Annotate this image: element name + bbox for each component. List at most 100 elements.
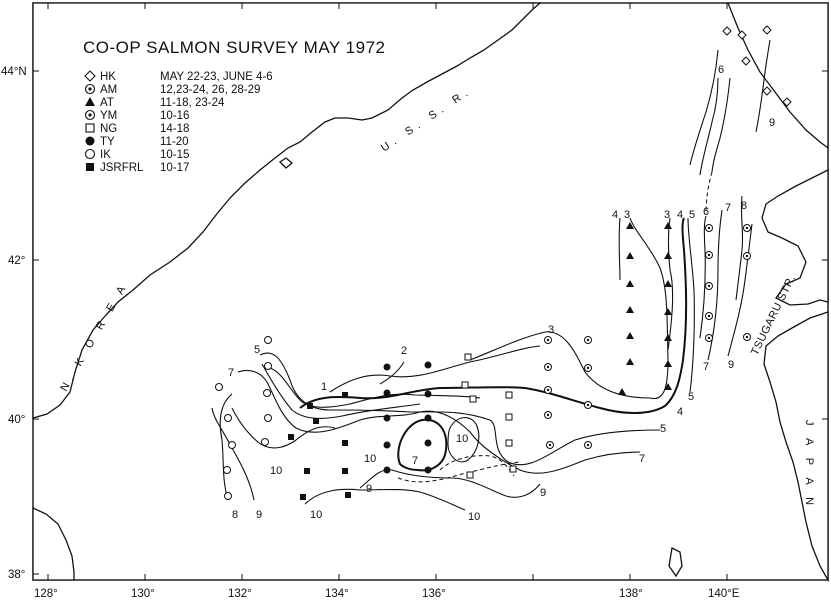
isotherm-4-thick: [299, 217, 688, 415]
contour-label: 10: [468, 511, 480, 523]
legend-code: IK: [100, 149, 111, 161]
station-dot: [546, 388, 550, 392]
legend-code: AM: [100, 84, 117, 96]
station-at: [626, 280, 634, 287]
station-ng: [505, 413, 513, 421]
sado-island: [668, 547, 683, 578]
station-ik: [224, 414, 232, 422]
station-ik: [261, 438, 269, 446]
isotherm-7-west: [237, 369, 641, 474]
station-dot: [707, 226, 711, 230]
contour-label: 9: [728, 359, 734, 371]
lat-label-40: 40°: [8, 414, 25, 426]
station-ik: [263, 389, 271, 397]
station-jsrfrl: [342, 440, 348, 446]
station-dot: [707, 253, 711, 257]
isotherm-north-dashed: [705, 171, 713, 215]
station-ik: [224, 492, 232, 500]
contour-label: 10: [456, 433, 468, 445]
isotherm-contour-a: [269, 367, 481, 408]
isotherm-north-5: [689, 49, 719, 166]
legend-dates: 10-15: [160, 149, 189, 161]
contour-label: 10: [270, 465, 282, 477]
station-hk: [782, 97, 792, 107]
contour-label: 9: [540, 487, 546, 499]
isotherm-9-mid: [359, 469, 541, 498]
isotherm-8-west: [219, 393, 233, 501]
isotherm-north-6: [711, 77, 731, 173]
station-dot: [586, 443, 590, 447]
station-dot: [707, 284, 711, 288]
contour-label: 8: [232, 509, 238, 521]
isotherm-3-east: [469, 217, 669, 400]
contour-label: 5: [688, 391, 694, 403]
station-hk: [741, 56, 751, 66]
isotherm-7-eddy: [397, 418, 448, 472]
contour-label: 7: [703, 361, 709, 373]
contour-label: 4: [612, 209, 618, 221]
station-hk: [737, 30, 747, 40]
station-dot: [546, 365, 550, 369]
station-ik: [228, 441, 236, 449]
station-ty: [424, 439, 432, 447]
station-at: [626, 332, 634, 339]
station-ty: [424, 466, 432, 474]
station-dot: [548, 443, 552, 447]
isotherm-10-eddy: [447, 417, 480, 463]
contour-label: 7: [639, 453, 645, 465]
legend-dates: 12,23-24, 26, 28-29: [160, 84, 260, 96]
lon-label-130: 130°: [131, 588, 155, 600]
station-at: [664, 383, 672, 390]
station-hk: [722, 26, 732, 36]
legend-code: JSRFRL: [100, 162, 144, 174]
station-at: [664, 252, 672, 259]
contour-label: 5: [254, 344, 260, 356]
station-at: [664, 222, 672, 229]
legend: HK MAY 22-23, JUNE 4-6 AM 12,23-24, 26, …: [84, 70, 273, 174]
station-hk: [762, 86, 772, 96]
isotherms: [211, 39, 771, 511]
isotherm-5-west: [259, 352, 661, 466]
station-at: [618, 388, 626, 395]
contour-label: 9: [256, 509, 262, 521]
isotherm-6: [699, 215, 707, 339]
korea-south-coast: [32, 506, 75, 581]
lat-label-38: 38°: [8, 569, 25, 581]
map-title: CO-OP SALMON SURVEY MAY 1972: [83, 38, 386, 57]
isotherm-9-north: [755, 39, 771, 133]
station-dot: [546, 413, 550, 417]
station-at: [664, 360, 672, 367]
station-ik: [264, 336, 272, 344]
contour-label: 10: [364, 453, 376, 465]
station-ty: [383, 414, 391, 422]
isotherm-5-east: [687, 217, 695, 393]
station-ng: [505, 391, 513, 399]
station-dot: [586, 366, 590, 370]
station-dot: [586, 338, 590, 342]
contour-label: 9: [366, 483, 372, 495]
station-ik: [215, 383, 223, 391]
station-jsrfrl: [300, 494, 306, 500]
place-label-japan: J A P A N: [803, 420, 815, 510]
lat-label-44: 44°N: [1, 66, 27, 78]
filled-triangle-icon: [85, 97, 95, 106]
double-circle-dot: [88, 113, 92, 117]
station-ty: [383, 441, 391, 449]
contour-label: 7: [725, 202, 731, 214]
open-square-icon: [85, 123, 95, 133]
station-ng: [505, 439, 513, 447]
legend-row-at: AT 11-18, 23-24: [85, 97, 225, 109]
station-ik: [264, 362, 272, 370]
isotherm-10-south: [304, 488, 466, 511]
legend-row-ty: TY 11-20: [85, 136, 189, 148]
isotherm-7-north: [699, 77, 719, 176]
lon-label-136: 136°: [422, 588, 446, 600]
legend-row-am: AM 12,23-24, 26, 28-29: [84, 83, 260, 96]
contour-label: 6: [703, 206, 709, 218]
isotherm-7-east: [707, 209, 723, 361]
station-at: [626, 358, 634, 365]
station-jsrfrl: [342, 468, 348, 474]
legend-row-jsrfrl: JSRFRL 10-17: [86, 162, 189, 174]
station-ty: [383, 363, 391, 371]
isotherm-10-west: [231, 407, 336, 449]
